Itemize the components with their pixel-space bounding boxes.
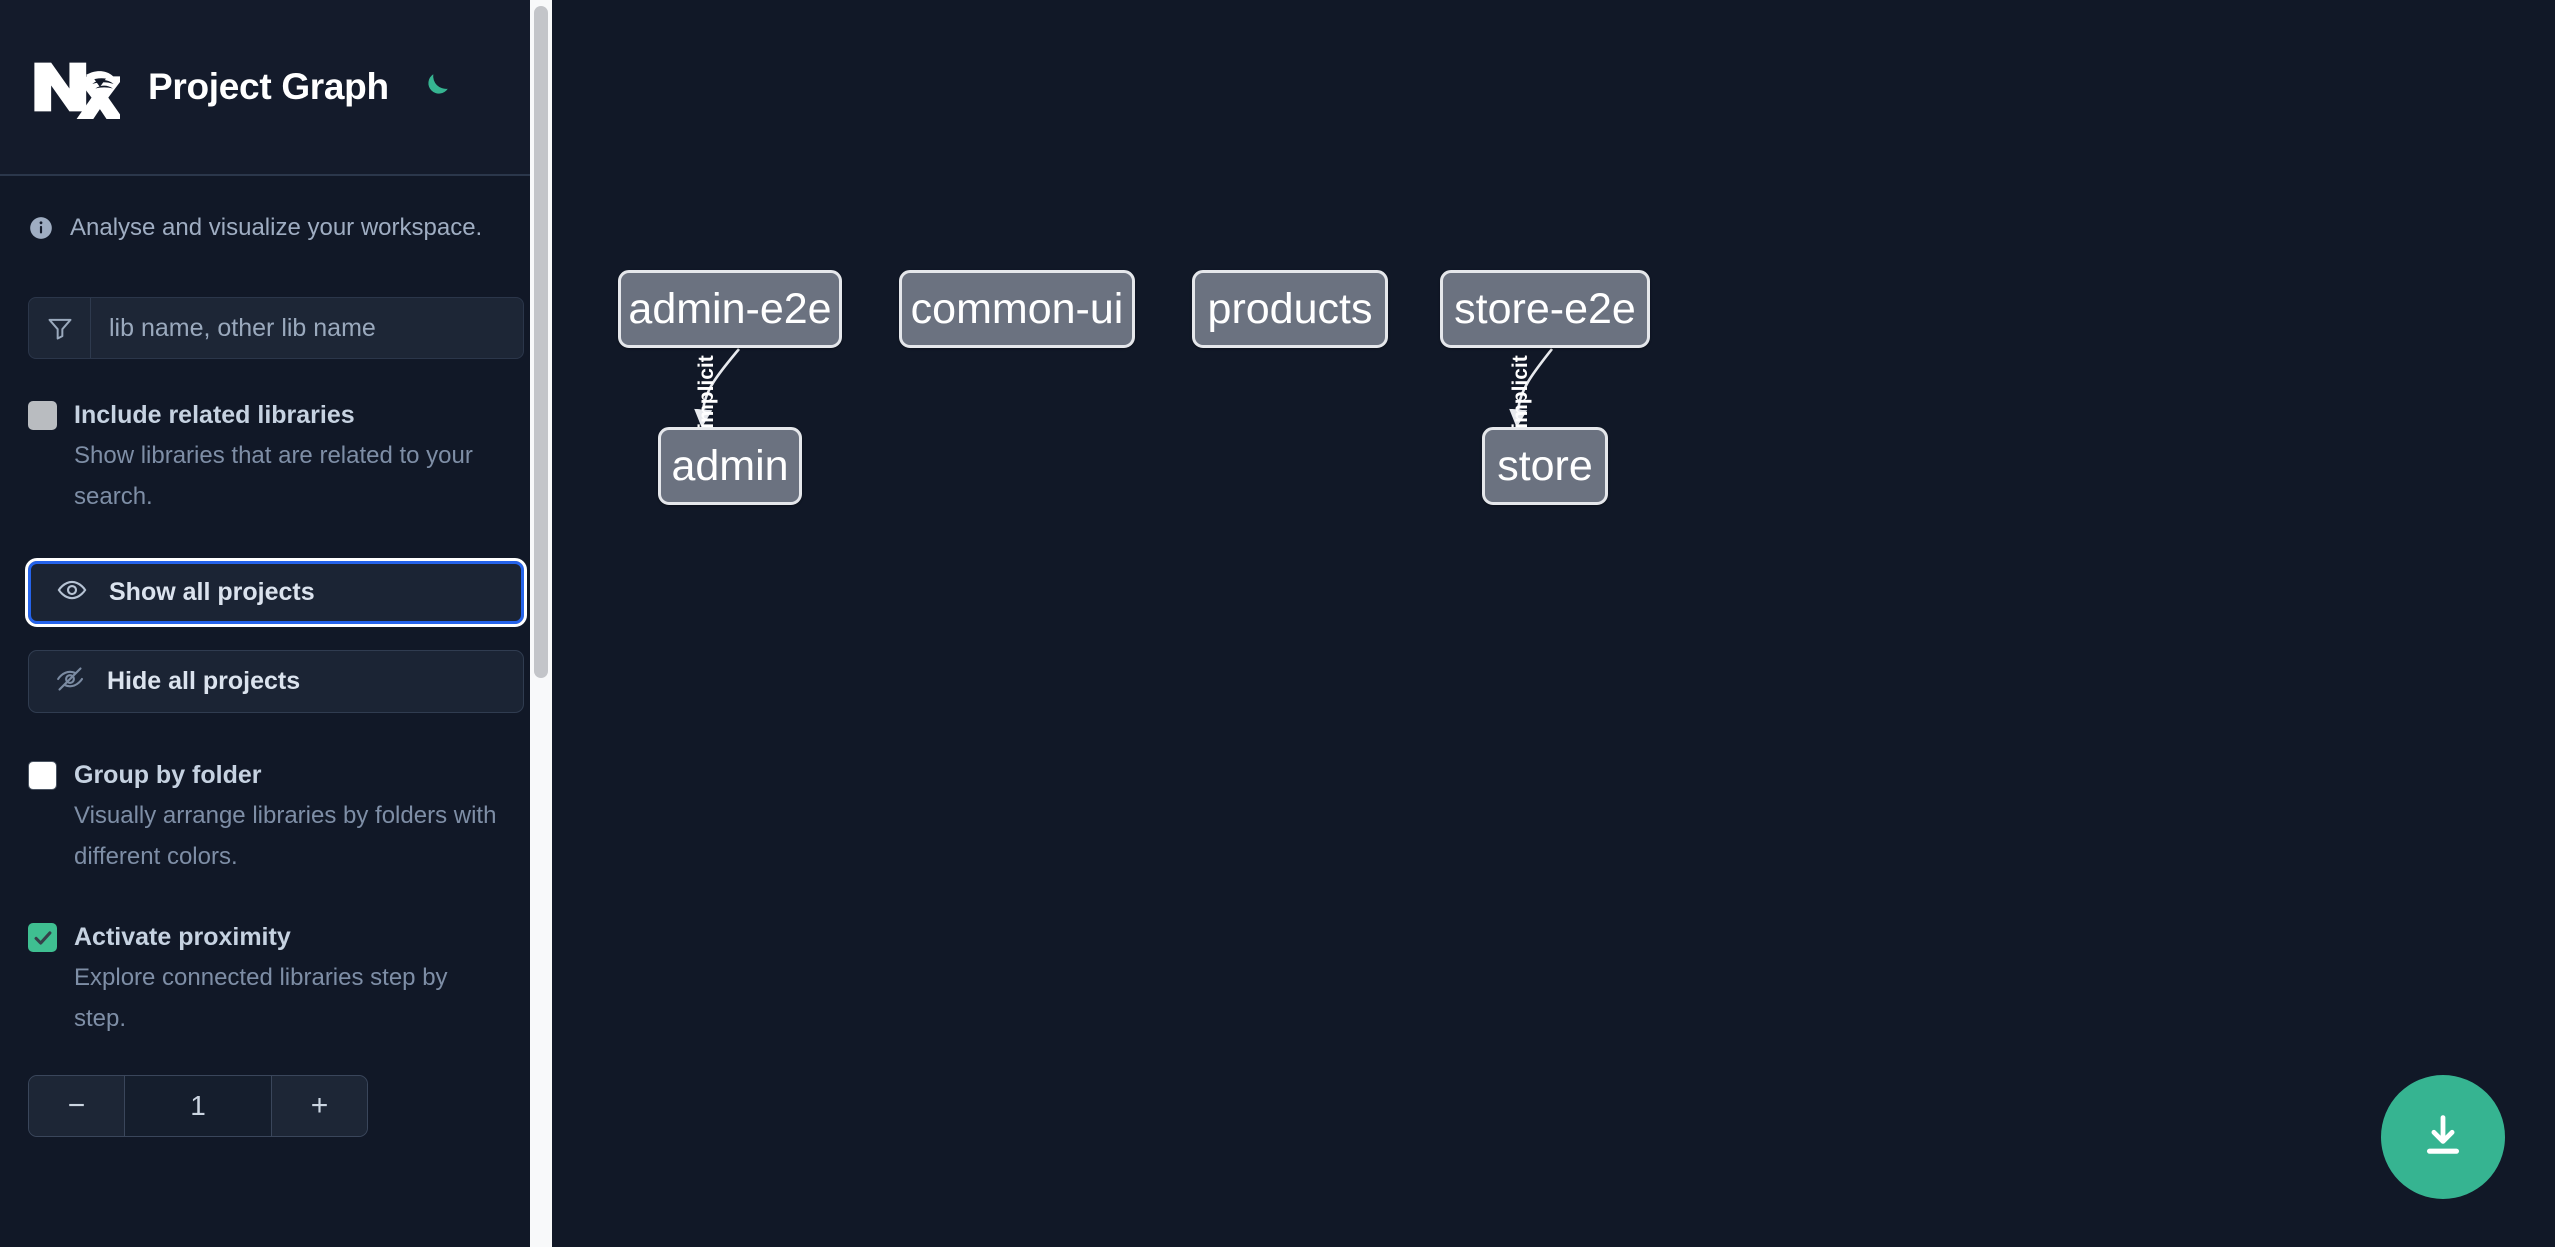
graph-node-store-e2e[interactable]: store-e2e xyxy=(1440,270,1650,348)
option-include-related-libraries[interactable]: Include related libraries Show libraries… xyxy=(0,395,552,517)
filter-field[interactable] xyxy=(28,297,524,359)
option-group-by-folder[interactable]: Group by folder Visually arrange librari… xyxy=(0,755,552,877)
node-label: admin xyxy=(671,441,789,490)
graph-node-admin-e2e[interactable]: admin-e2e xyxy=(618,270,842,348)
proximity-stepper[interactable]: − 1 + xyxy=(28,1075,368,1137)
download-icon xyxy=(2417,1110,2469,1165)
node-label: products xyxy=(1207,284,1373,333)
option-activate-proximity[interactable]: Activate proximity Explore connected lib… xyxy=(0,917,552,1039)
graph-edges xyxy=(694,348,1554,428)
option-title: Activate proximity xyxy=(74,923,291,951)
funnel-icon xyxy=(29,298,91,358)
info-icon xyxy=(28,215,54,241)
node-label: admin-e2e xyxy=(628,284,832,333)
button-label: Show all projects xyxy=(109,578,315,606)
sidebar: Project Graph Analyse and visualize your… xyxy=(0,0,552,1247)
tagline: Analyse and visualize your workspace. xyxy=(0,176,552,242)
download-graph-button[interactable] xyxy=(2381,1075,2505,1199)
search-input[interactable] xyxy=(91,298,523,358)
stepper-increment-button[interactable]: + xyxy=(271,1076,367,1136)
checkbox-group-by-folder[interactable] xyxy=(28,761,57,790)
sidebar-header: Project Graph xyxy=(0,0,552,176)
eye-icon xyxy=(57,575,87,610)
graph-canvas[interactable]: admin-e2e common-ui products store-e2e a… xyxy=(552,0,2555,1247)
stepper-decrement-button[interactable]: − xyxy=(29,1076,125,1136)
checkbox-activate-proximity[interactable] xyxy=(28,923,57,952)
nx-logo-icon xyxy=(28,55,125,121)
node-label: common-ui xyxy=(910,284,1124,333)
node-label: store xyxy=(1497,441,1593,490)
eye-off-icon xyxy=(55,664,85,699)
option-title: Group by folder xyxy=(74,761,262,789)
sidebar-scrollbar[interactable] xyxy=(530,0,552,1247)
show-all-projects-button[interactable]: Show all projects xyxy=(25,558,527,627)
option-description: Visually arrange libraries by folders wi… xyxy=(74,802,497,870)
scrollbar-thumb[interactable] xyxy=(534,6,548,678)
checkbox-include-related-libraries[interactable] xyxy=(28,401,57,430)
tagline-text: Analyse and visualize your workspace. xyxy=(70,214,483,241)
option-description: Explore connected libraries step by step… xyxy=(74,964,448,1032)
button-label: Hide all projects xyxy=(107,667,301,695)
option-description: Show libraries that are related to your … xyxy=(74,442,473,510)
page-title: Project Graph xyxy=(148,66,389,107)
graph-node-products[interactable]: products xyxy=(1192,270,1388,348)
stepper-value: 1 xyxy=(125,1076,271,1136)
hide-all-projects-button[interactable]: Hide all projects xyxy=(28,650,524,713)
moon-icon[interactable] xyxy=(417,69,453,105)
graph-node-store[interactable]: store xyxy=(1482,427,1608,505)
graph-node-admin[interactable]: admin xyxy=(658,427,802,505)
graph-node-common-ui[interactable]: common-ui xyxy=(899,270,1135,348)
sidebar-body: Analyse and visualize your workspace. In… xyxy=(0,176,552,1137)
option-title: Include related libraries xyxy=(74,401,355,429)
node-label: store-e2e xyxy=(1454,284,1636,333)
